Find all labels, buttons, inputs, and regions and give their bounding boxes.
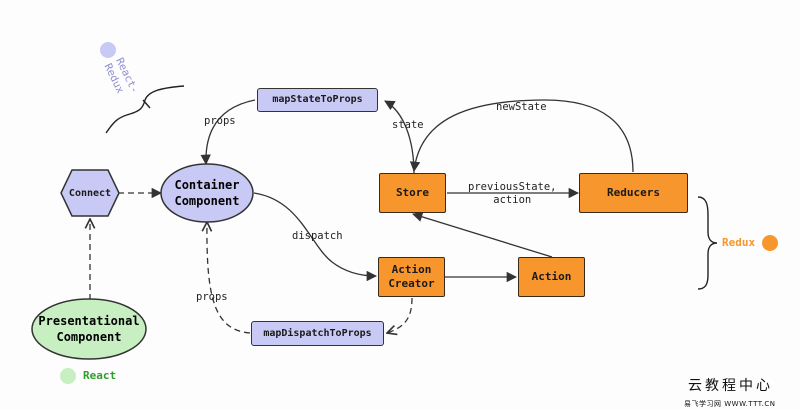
mapstatetoprops-node: mapStateToProps: [257, 88, 378, 112]
react-redux-legend-circle: [100, 42, 116, 58]
redux-brace: [697, 196, 718, 290]
reducers-node: Reducers: [579, 173, 688, 213]
edge-reducers-store: [409, 99, 634, 173]
react-legend-label: React: [83, 369, 117, 382]
edge-label-props-bottom: props: [196, 291, 228, 303]
edge-mapdispatch-container: [207, 222, 251, 334]
edge-label-state: state: [392, 119, 424, 131]
container-component-node: Container Component: [174, 178, 240, 208]
edge-label-props-top: props: [204, 115, 236, 127]
action-node: Action: [518, 257, 585, 297]
connect-node: Connect: [68, 187, 112, 199]
react-redux-brace: [105, 85, 185, 134]
presentational-ellipse: [31, 298, 147, 360]
store-node: Store: [379, 173, 446, 213]
edge-mapstate-container: [200, 99, 256, 166]
redux-legend-label: Redux: [722, 236, 756, 249]
watermark-url: 易飞学习网 WWW.TTT.CN: [684, 400, 776, 408]
edge-label-newstate: newState: [496, 101, 547, 113]
edge-container-actioncreator: [253, 192, 378, 282]
react-legend-circle: [60, 368, 76, 384]
redux-legend-circle: [762, 235, 778, 251]
watermark-title: 云教程中心: [688, 378, 773, 394]
container-ellipse: [160, 163, 254, 223]
edge-label-previousstate-action: previousState, action: [468, 181, 557, 206]
mapdispatchtoprops-node: mapDispatchToProps: [251, 321, 384, 346]
edge-actioncreator-mapdispatch: [387, 297, 413, 333]
action-creator-node: Action Creator: [378, 257, 445, 297]
presentational-component-node: Presentational Component: [38, 314, 140, 344]
connect-hexagon: [60, 169, 120, 217]
edge-label-dispatch: dispatch: [292, 230, 343, 242]
edge-action-store: [412, 211, 553, 258]
edge-store-mapstate: [384, 100, 415, 175]
